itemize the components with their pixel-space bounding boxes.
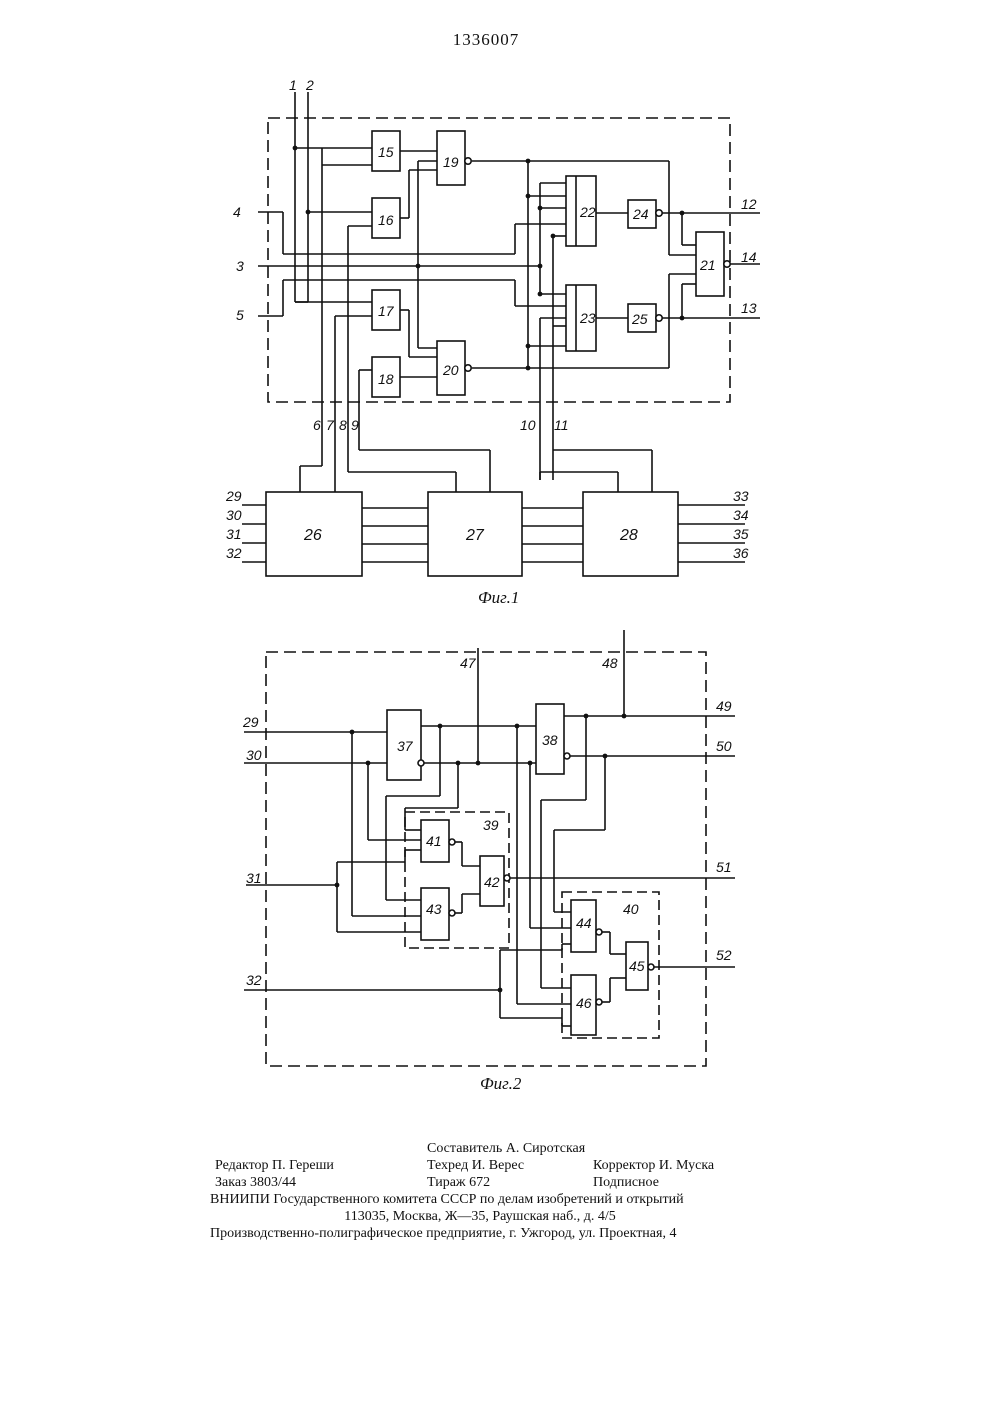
figure-2-caption: Фиг.2 — [480, 1074, 521, 1094]
fig1-label-17: 17 — [378, 303, 395, 319]
fig1-terminal-29: 29 — [225, 488, 242, 504]
fig1-terminal-9: 9 — [351, 417, 359, 433]
fig2-label-39: 39 — [483, 817, 499, 833]
fig2-terminal-51: 51 — [716, 859, 732, 875]
fig1-label-23: 23 — [579, 310, 596, 326]
address-line: 113035, Москва, Ж—35, Раушская наб., д. … — [344, 1209, 616, 1224]
fig1-label-26: 26 — [303, 527, 322, 544]
fig1-terminal-13: 13 — [741, 300, 757, 316]
fig2-label-37: 37 — [397, 738, 414, 754]
fig1-label-21: 21 — [699, 257, 716, 273]
fig1-label-25: 25 — [631, 311, 648, 327]
fig1-terminal-12: 12 — [741, 196, 757, 212]
fig2-terminal-47: 47 — [460, 655, 477, 671]
fig2-terminal-48: 48 — [602, 655, 618, 671]
fig2-dashed-frame — [266, 652, 706, 1066]
fig1-terminal-6: 6 — [313, 417, 321, 433]
fig2-label-42: 42 — [484, 874, 500, 890]
fig1-terminal-7: 7 — [326, 417, 335, 433]
tech-editor: Техред И. Верес — [427, 1157, 524, 1174]
fig1-terminal-14: 14 — [741, 249, 757, 265]
fig2-terminal-31: 31 — [246, 870, 262, 886]
fig1-label-27: 27 — [465, 527, 485, 544]
subscription: Подписное — [593, 1174, 659, 1191]
proofreader: Корректор И. Муска — [593, 1157, 714, 1174]
fig1-terminal-31: 31 — [226, 526, 242, 542]
fig2-label-45: 45 — [629, 958, 645, 974]
fig1-terminal-35: 35 — [733, 526, 749, 542]
fig2-label-46: 46 — [576, 995, 592, 1011]
fig2-label-38: 38 — [542, 732, 558, 748]
fig1-terminal-11: 11 — [554, 417, 569, 433]
printer-line: Производственно-полиграфическое предприя… — [210, 1225, 676, 1242]
fig1-label-19: 19 — [443, 154, 459, 170]
fig2-terminal-32: 32 — [246, 972, 262, 988]
fig1-terminal-36: 36 — [733, 545, 749, 561]
fig1-terminal-1: 1 — [289, 77, 297, 93]
fig1-terminal-4: 4 — [233, 204, 241, 220]
fig1-label-15: 15 — [378, 144, 394, 160]
fig1-terminal-33: 33 — [733, 488, 749, 504]
fig2-label-44: 44 — [576, 915, 592, 931]
fig2-label-40: 40 — [623, 901, 639, 917]
fig1-terminal-3: 3 — [236, 258, 244, 274]
fig1-terminal-32: 32 — [226, 545, 242, 561]
fig1-terminal-5: 5 — [236, 307, 244, 323]
fig1-label-20: 20 — [442, 362, 459, 378]
fig2-terminal-49: 49 — [716, 698, 732, 714]
fig1-terminal-30: 30 — [226, 507, 242, 523]
fig2-label-43: 43 — [426, 901, 442, 917]
composer: Составитель А. Сиротская — [427, 1140, 585, 1157]
editor: Редактор П. Гереши — [215, 1157, 334, 1174]
fig1-label-24: 24 — [632, 206, 649, 222]
fig1-terminal-8: 8 — [339, 417, 347, 433]
colophon: Составитель А. Сиротская Редактор П. Гер… — [215, 1140, 745, 1242]
fig1-terminal-2: 2 — [305, 77, 314, 93]
fig2-terminal-30: 30 — [246, 747, 262, 763]
org-line: ВНИИПИ Государственного комитета СССР по… — [210, 1191, 684, 1208]
fig1-label-22: 22 — [579, 204, 596, 220]
fig2-terminal-52: 52 — [716, 947, 732, 963]
fig2-terminal-29: 29 — [242, 714, 259, 730]
figure-1-caption: Фиг.1 — [478, 588, 519, 608]
fig2-terminal-50: 50 — [716, 738, 732, 754]
fig1-label-16: 16 — [378, 212, 394, 228]
fig2-label-41: 41 — [426, 833, 442, 849]
fig1-terminal-10: 10 — [520, 417, 536, 433]
circulation: Тираж 672 — [427, 1174, 490, 1191]
fig1-terminal-34: 34 — [733, 507, 749, 523]
fig1-label-28: 28 — [619, 527, 638, 544]
order-number: Заказ 3803/44 — [215, 1174, 296, 1191]
fig1-label-18: 18 — [378, 371, 394, 387]
